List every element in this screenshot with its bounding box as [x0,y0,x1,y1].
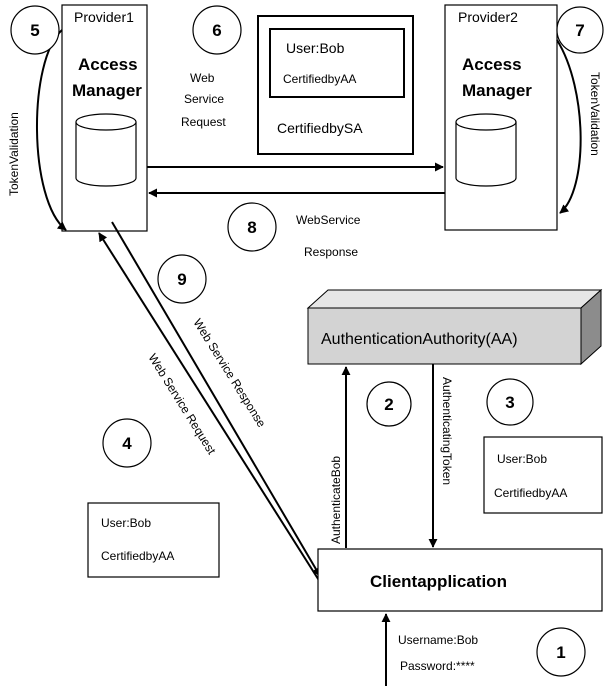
message-box-top: User:Bob CertifiedbyAA CertifiedbySA [257,15,414,155]
authority-label: AuthenticationAuthority(AA) [321,331,518,348]
step-6-number: 6 [212,21,221,40]
provider1-database-icon [75,113,137,187]
step-9-badge: 9 [157,254,207,304]
step-1-badge: 1 [536,627,586,677]
step-2-badge: 2 [366,381,412,427]
provider1-box: Provider1 Access Manager [61,4,148,232]
step-9-number: 9 [177,270,186,289]
step-4-badge: 4 [102,418,152,468]
provider1-access-label: Access [78,55,138,74]
step-3-number: 3 [505,393,514,412]
provider2-box: Provider2 Access Manager [444,4,558,231]
provider2-manager-label: Manager [462,81,532,100]
ws-request-top-line1: Web [190,71,215,85]
provider2-access-label: Access [462,55,522,74]
step-7-badge: 7 [556,6,604,54]
token-box-right: User:Bob CertifiedbyAA [483,436,603,514]
credentials-password: Password:**** [400,659,475,673]
provider2-title: Provider2 [458,9,518,25]
token-box-right-cert: CertifiedbyAA [494,486,567,500]
provider2-database-icon [455,113,517,187]
step-3-badge: 3 [486,378,534,426]
client-application-box: Clientapplication [317,548,603,612]
authenticating-token-label: AuthenticatingToken [440,377,454,485]
token-box-left-cert: CertifiedbyAA [101,549,174,563]
token-box-left-user: User:Bob [101,516,151,530]
token-validation-right-label: TokenValidation [588,72,602,156]
ws-response-top-line1: WebService [296,213,361,227]
ws-response-top-line2: Response [304,245,358,259]
token-validation-left-label: TokenValidation [7,112,21,196]
step-7-number: 7 [575,21,584,40]
client-application-label: Clientapplication [370,572,507,591]
step-8-number: 8 [247,218,256,237]
ws-response-diag-label: Web Service Response [190,316,268,430]
step-8-badge: 8 [227,202,277,252]
ws-request-arrow-diag [111,221,321,577]
token-box-right-user: User:Bob [497,452,547,466]
step-5-badge: 5 [10,5,60,55]
step-6-badge: 6 [192,5,242,55]
ws-request-top-line2: Service [184,92,224,106]
ws-response-arrow-diag [98,232,321,583]
step-1-number: 1 [556,643,565,662]
provider1-title: Provider1 [74,9,134,25]
step-5-number: 5 [30,21,39,40]
authentication-authority-box: AuthenticationAuthority(AA) [306,288,603,366]
message-box-top-user: User:Bob [286,40,345,56]
step-4-number: 4 [122,434,132,453]
step-2-number: 2 [384,395,393,414]
authenticate-bob-label: AuthenticateBob [329,456,343,544]
provider1-manager-label: Manager [72,81,142,100]
token-box-left: User:Bob CertifiedbyAA [87,502,220,578]
ws-request-top-line3: Request [181,115,226,129]
message-box-top-cert-sa: CertifiedbySA [277,120,363,136]
token-validation-right-arrow [556,39,582,214]
message-box-top-cert-aa: CertifiedbyAA [283,72,356,86]
credentials-username: Username:Bob [398,633,478,647]
